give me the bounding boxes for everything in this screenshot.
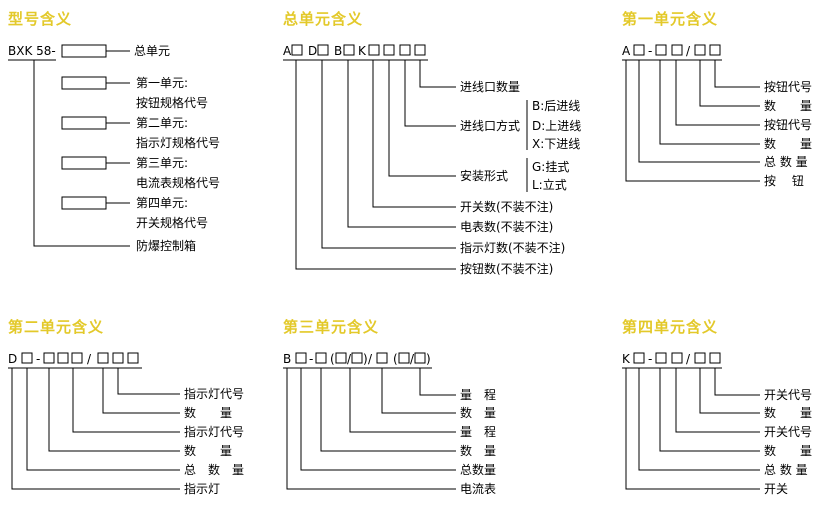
unit4-label-2: 开关代号 bbox=[764, 425, 812, 439]
unit3-letter: B bbox=[283, 352, 291, 366]
unit2-label-3: 数 量 bbox=[184, 443, 232, 458]
unit4-dash: - bbox=[648, 352, 652, 366]
unit4-label-0: 开关代号 bbox=[764, 388, 812, 402]
unit1-box bbox=[61, 76, 107, 90]
unit3-paren-close-2: ) bbox=[426, 352, 431, 366]
unit1-label-0: 按钮代号 bbox=[764, 79, 812, 94]
unit2-box bbox=[61, 116, 107, 130]
unit4-label: 第四单元: bbox=[136, 196, 188, 210]
unit3-label-5: 电流表 bbox=[460, 482, 496, 496]
unit1-diagram: A - / 按钮代号 数 量 按钮代号 数 量 总 数 量 按 钮 bbox=[622, 44, 812, 188]
unit4-panel-title: 第四单元含义 bbox=[622, 318, 719, 336]
unit1-desc: 按钮规格代号 bbox=[136, 95, 208, 110]
unit4-slash: / bbox=[686, 352, 691, 366]
unit2-diagram: D - / 指示灯代号 数 量 指示灯代号 数 量 总 数 量 指示灯 bbox=[8, 352, 244, 496]
unit3-slash-2: / bbox=[368, 352, 373, 366]
unit2-desc: 指示灯规格代号 bbox=[136, 135, 220, 150]
unit2-slash: / bbox=[87, 352, 92, 366]
unit3-label-1: 数 量 bbox=[460, 405, 496, 420]
unit3-box bbox=[61, 156, 107, 170]
unit4-label-1: 数 量 bbox=[764, 405, 812, 420]
unit1-slash: / bbox=[686, 44, 691, 58]
unit4-box bbox=[61, 196, 107, 210]
unit3-panel-title: 第三单元含义 bbox=[283, 318, 380, 336]
unit2-panel-title: 第二单元含义 bbox=[8, 318, 105, 336]
unit3-desc: 电流表规格代号 bbox=[136, 175, 220, 190]
unit3-dash: - bbox=[309, 352, 313, 366]
unit1-label: 第一单元: bbox=[136, 76, 188, 90]
unit4-desc: 开关规格代号 bbox=[136, 215, 208, 230]
inlet-type-b: B:后进线 bbox=[532, 99, 580, 113]
unit2-letter: D bbox=[8, 352, 17, 366]
unit3-paren-open-2: ( bbox=[393, 352, 398, 366]
unit2-label-1: 数 量 bbox=[184, 405, 232, 420]
total-letter-a: A bbox=[283, 44, 292, 58]
unit4-diagram: K - / 开关代号 数 量 开关代号 数 量 总 数 量 开关 bbox=[622, 352, 812, 496]
unit3-label-4: 总数量 bbox=[460, 462, 496, 477]
explosion-proof-box-label: 防爆控制箱 bbox=[136, 238, 196, 253]
meter-count-label: 电表数(不装不注) bbox=[460, 219, 553, 234]
unit1-label-3: 数 量 bbox=[764, 136, 812, 151]
unit1-label-1: 数 量 bbox=[764, 98, 812, 113]
unit1-label-2: 按钮代号 bbox=[764, 117, 812, 132]
total-letter-d: D bbox=[308, 44, 317, 58]
unit2-label: 第二单元: bbox=[136, 116, 188, 130]
total-unit-box bbox=[61, 44, 107, 58]
button-count-label: 按钮数(不装不注) bbox=[460, 261, 553, 276]
unit1-panel-title: 第一单元含义 bbox=[622, 10, 719, 28]
unit1-label-4: 总 数 量 bbox=[764, 154, 808, 169]
total-unit-label: 总单元 bbox=[134, 44, 170, 58]
unit1-dash: - bbox=[648, 44, 652, 58]
total-diagram: A D B K 进线口数量 进线口方式 B:后进线 D:上进线 X:下进线 安装… bbox=[283, 44, 581, 276]
inlet-type-x: X:下进线 bbox=[532, 137, 580, 151]
unit2-label-0: 指示灯代号 bbox=[184, 386, 244, 401]
switch-count-label: 开关数(不装不注) bbox=[460, 199, 553, 214]
unit3-label-0: 量 程 bbox=[460, 387, 496, 402]
unit4-label-3: 数 量 bbox=[764, 443, 812, 458]
install-type-l: L:立式 bbox=[532, 177, 567, 192]
inlet-type-d: D:上进线 bbox=[532, 119, 581, 133]
inlet-count-label: 进线口数量 bbox=[460, 79, 520, 94]
unit3-paren-open-1: ( bbox=[330, 352, 335, 366]
unit3-slash-3: / bbox=[410, 352, 415, 366]
unit4-label-5: 开关 bbox=[764, 482, 788, 496]
unit3-paren-close-1: ) bbox=[363, 352, 368, 366]
install-type-label: 安装形式 bbox=[460, 168, 508, 183]
unit3-diagram: B - ( / ) / ( / ) 量 程 数 量 量 程 数 量 总数量 电流… bbox=[283, 352, 496, 496]
total-letter-k: K bbox=[358, 44, 367, 58]
unit2-label-2: 指示灯代号 bbox=[184, 424, 244, 439]
unit4-letter: K bbox=[622, 352, 631, 366]
unit4-label-4: 总 数 量 bbox=[764, 462, 808, 477]
unit3-label: 第三单元: bbox=[136, 156, 188, 170]
model-panel-title: 型号含义 bbox=[8, 10, 73, 28]
total-letter-b: B bbox=[334, 44, 342, 58]
unit1-label-5: 按 钮 bbox=[764, 173, 804, 188]
unit3-slash-1: / bbox=[347, 352, 352, 366]
inlet-type-label: 进线口方式 bbox=[460, 118, 520, 133]
install-type-g: G:挂式 bbox=[532, 160, 569, 174]
unit1-letter: A bbox=[622, 44, 631, 58]
unit2-dash: - bbox=[36, 352, 40, 366]
total-panel-title: 总单元含义 bbox=[283, 10, 364, 28]
unit3-label-2: 量 程 bbox=[460, 424, 496, 439]
lamp-count-label: 指示灯数(不装不注) bbox=[460, 240, 565, 255]
unit2-label-5: 指示灯 bbox=[184, 481, 220, 496]
model-diagram: BXK 58- 总单元 第一单元: 按钮规格代号 第二单元: 指示灯规格代号 第… bbox=[8, 44, 220, 253]
model-code: BXK 58- bbox=[8, 44, 56, 58]
unit2-label-4: 总 数 量 bbox=[184, 462, 244, 477]
unit3-label-3: 数 量 bbox=[460, 443, 496, 458]
